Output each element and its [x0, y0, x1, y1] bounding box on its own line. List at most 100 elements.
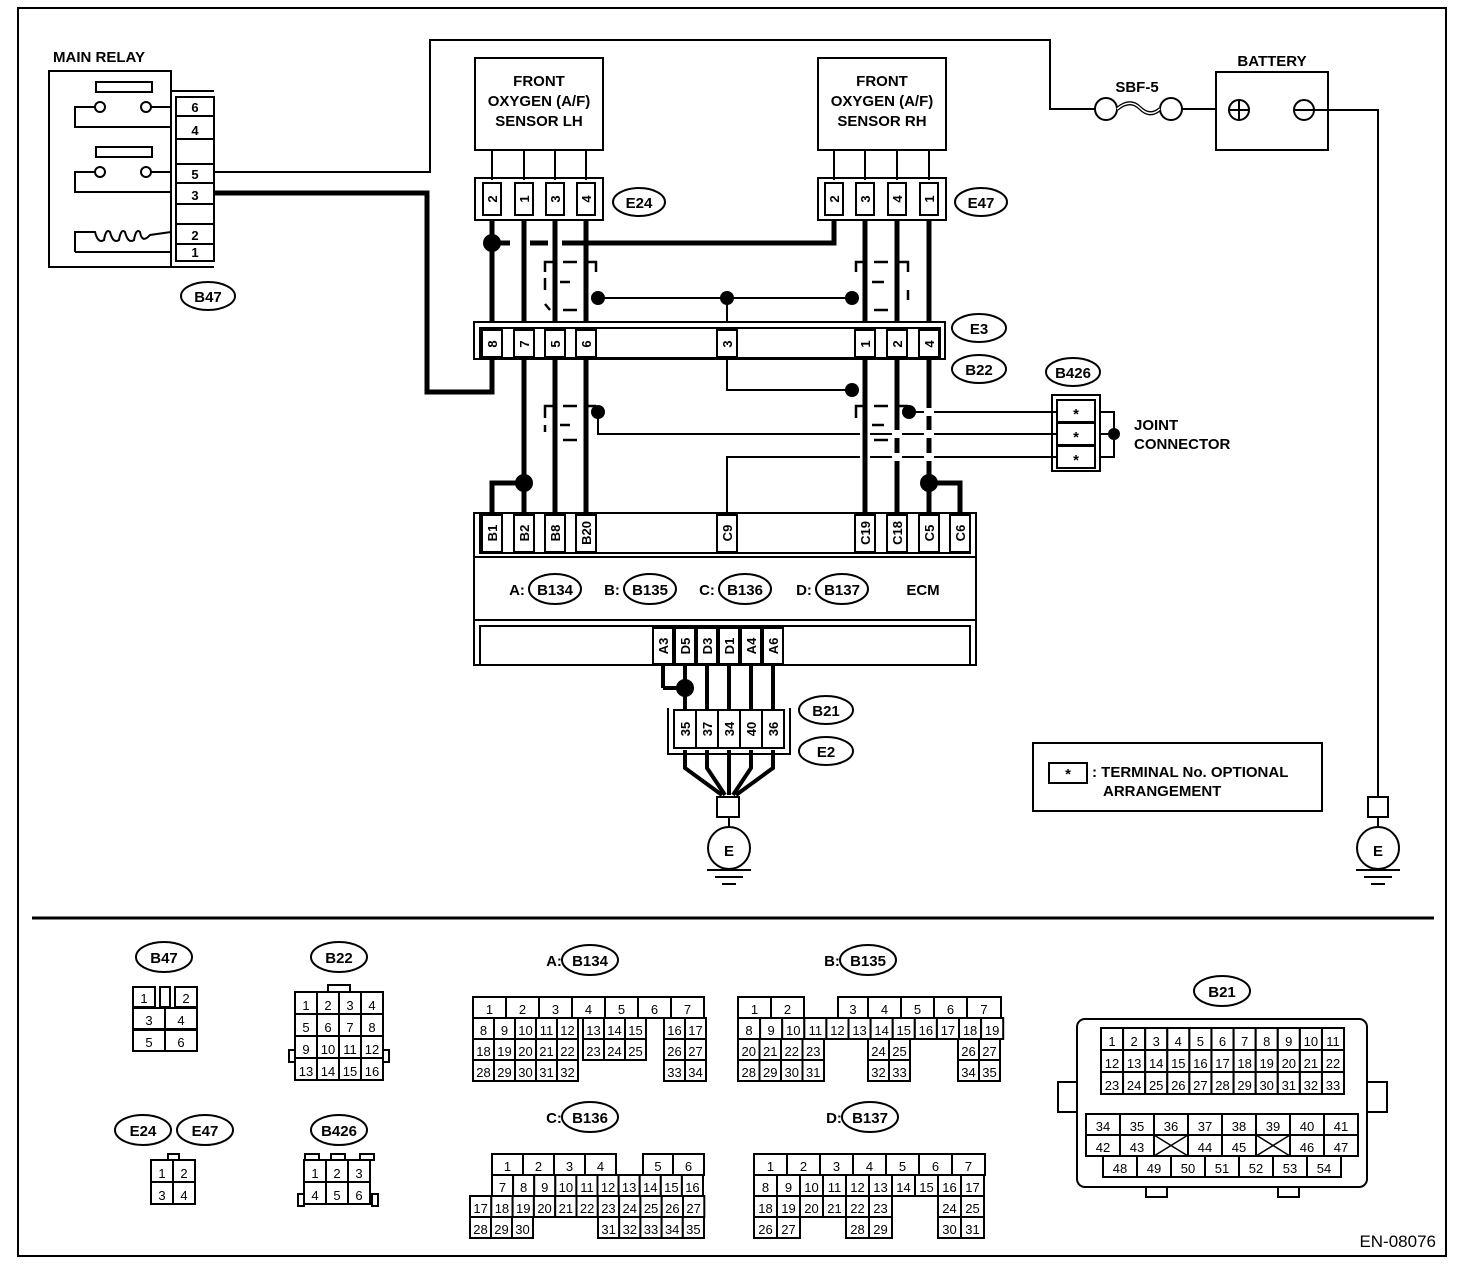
pin-13: 13: [1127, 1056, 1141, 1071]
view-label-ellipse: [176, 1114, 234, 1146]
battery-title: BATTERY: [1237, 53, 1306, 70]
ecm-pin-C18: C18: [890, 521, 905, 545]
pin-25: 25: [1149, 1078, 1163, 1093]
pin-14: 14: [643, 1180, 657, 1195]
relay-pin-1: 1: [191, 245, 198, 260]
pin-34: 34: [688, 1065, 702, 1080]
pin-5: 5: [899, 1159, 906, 1174]
pin-53: 53: [1283, 1161, 1297, 1176]
ecm-top-pin-cell: [886, 514, 908, 553]
view-cell: [776, 1216, 801, 1239]
ecm-conn-B135: B135: [632, 582, 668, 599]
pin-18: 18: [495, 1201, 509, 1216]
connector-e24-pin-1: 1: [517, 195, 532, 202]
pin-37: 37: [1198, 1119, 1212, 1134]
pin-19: 19: [1259, 1056, 1273, 1071]
view-cell: [624, 1038, 647, 1061]
pin-9: 9: [541, 1180, 548, 1195]
sensor-rh: FRONT OXYGEN (A/F) SENSOR RH: [817, 57, 947, 151]
view-cell: [556, 1059, 579, 1082]
pin-3: 3: [566, 1159, 573, 1174]
pin-31: 31: [965, 1222, 979, 1237]
view-cell: [164, 1029, 198, 1052]
relay-wires: [214, 39, 1097, 395]
view-cell: [360, 1057, 384, 1081]
ecm-pin-B20: B20: [579, 521, 594, 545]
pin-36: 36: [1164, 1119, 1178, 1134]
view-label-B135: B135: [850, 953, 886, 970]
relay-pin-cell: [175, 138, 215, 165]
pin-12: 12: [1105, 1056, 1119, 1071]
pin-6: 6: [651, 1002, 658, 1017]
legend-symbol: *: [1065, 766, 1071, 783]
pin-8: 8: [1263, 1034, 1270, 1049]
b21-latch: [1277, 1187, 1300, 1198]
pin-15: 15: [343, 1064, 357, 1079]
connector-e47-pin-cell: [919, 182, 939, 216]
pin-33: 33: [667, 1065, 681, 1080]
b22-label: B22: [965, 362, 993, 379]
pin-1: 1: [767, 1159, 774, 1174]
view-label-B426: B426: [321, 1123, 357, 1140]
b21-latch: [1145, 1187, 1168, 1198]
pin-29: 29: [763, 1065, 777, 1080]
view-label-ellipse: [310, 1114, 368, 1146]
b22-latch: [327, 984, 351, 993]
inline-pin-4: 4: [922, 340, 937, 348]
ecm-top-pin-cell: [918, 514, 940, 553]
ecm-bottom-pin-cell: [740, 627, 762, 665]
ecm-pin-D1: D1: [722, 638, 737, 655]
pin-7: 7: [499, 1180, 506, 1195]
view-label-B22: B22: [325, 950, 353, 967]
pin-35: 35: [1130, 1119, 1144, 1134]
pin-7: 7: [965, 1159, 972, 1174]
pin-20: 20: [804, 1201, 818, 1216]
view-prefix: A:: [546, 953, 562, 970]
pin-21: 21: [559, 1201, 573, 1216]
ecm-pin-D5: D5: [678, 638, 693, 655]
inline-pin-6: 6: [579, 340, 594, 347]
pin-3: 3: [849, 1002, 856, 1017]
pin-20: 20: [537, 1201, 551, 1216]
connector-e47-pin-cell: [855, 182, 875, 216]
pin-14: 14: [607, 1023, 621, 1038]
pin-1: 1: [302, 998, 309, 1013]
pin-4: 4: [311, 1188, 318, 1203]
pin-34: 34: [1096, 1119, 1110, 1134]
ecm-pin-D3: D3: [700, 638, 715, 655]
connector-e47-pin-4: 4: [890, 195, 905, 203]
sensor-rh-title-3: SENSOR RH: [837, 113, 926, 130]
pin-5: 5: [654, 1159, 661, 1174]
pin-4: 4: [177, 1013, 184, 1028]
pin-18: 18: [1237, 1056, 1251, 1071]
pin-27: 27: [781, 1222, 795, 1237]
view-label-B21: B21: [1208, 984, 1236, 1001]
pin-22: 22: [580, 1201, 594, 1216]
b21-side: [1057, 1081, 1077, 1113]
pin-18: 18: [476, 1044, 490, 1059]
pin-5: 5: [145, 1035, 152, 1050]
ecm-top-pin-cell: [854, 514, 876, 553]
inline-pin-2: 2: [890, 340, 905, 347]
pin-31: 31: [806, 1065, 820, 1080]
view-cell: [511, 1216, 534, 1239]
pin-43: 43: [1130, 1140, 1144, 1155]
pin-25: 25: [965, 1201, 979, 1216]
sensor-lh-title-1: FRONT: [513, 73, 565, 90]
pin-9: 9: [501, 1023, 508, 1038]
pin-11: 11: [540, 1023, 554, 1038]
view-label-ellipse: [1193, 975, 1251, 1007]
pin-24: 24: [1127, 1078, 1141, 1093]
ecm-pin-A4: A4: [744, 637, 759, 654]
connector-e24-housing: [474, 177, 604, 221]
e47-label: E47: [968, 195, 995, 212]
pin-28: 28: [1215, 1078, 1229, 1093]
ecm-conn-prefix: A:: [509, 582, 525, 599]
view-cell: [684, 1059, 707, 1082]
pin-29: 29: [873, 1222, 887, 1237]
ecm-pin-B8: B8: [548, 525, 563, 542]
pin-29: 29: [494, 1222, 508, 1237]
inline-pin-cell: [716, 329, 738, 358]
pin-1: 1: [158, 1166, 165, 1181]
